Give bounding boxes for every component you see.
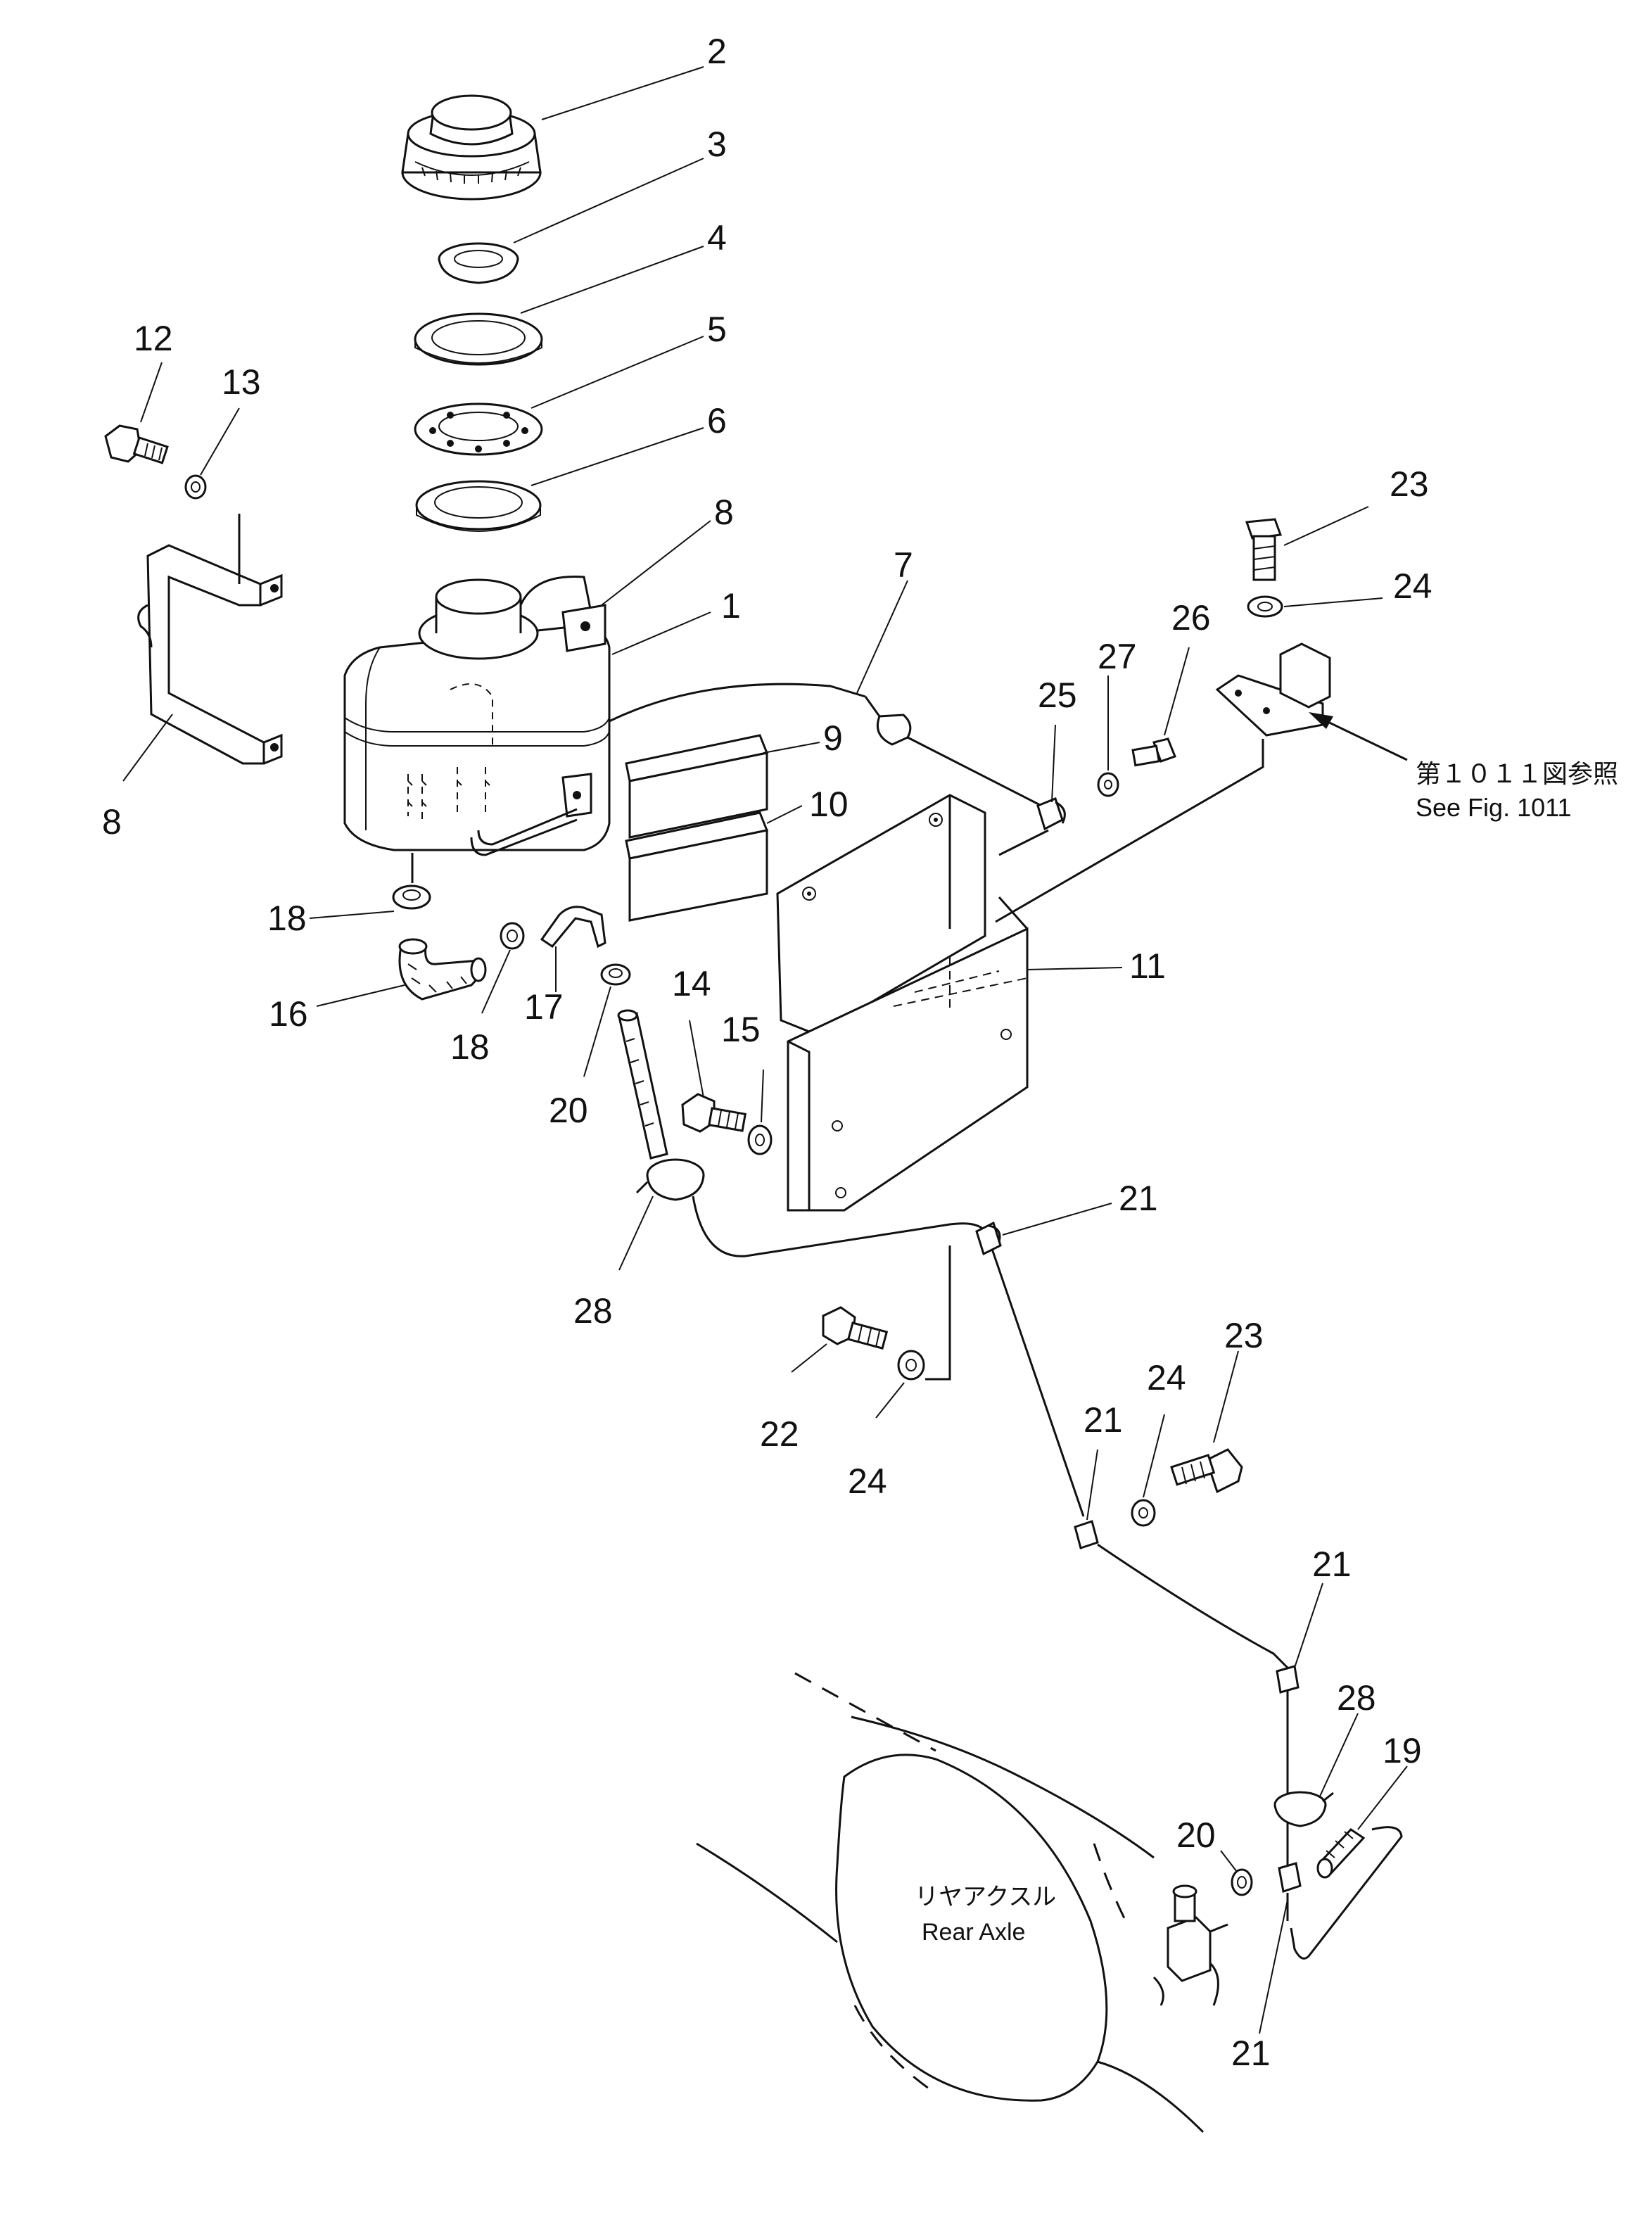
clip-part-21-d (1278, 1862, 1302, 1893)
callout-20-upper: 20 (549, 1091, 588, 1130)
rear-axle-label-japanese: リヤアクスル (915, 1884, 1056, 1910)
callout-24-lower: 24 (1147, 1358, 1186, 1397)
clamp-part-18-lower (500, 922, 525, 950)
reservoir-tank-part-1 (343, 576, 611, 856)
callout-21-d: 21 (1231, 2034, 1271, 2073)
callout-20-lower: 20 (1176, 1815, 1216, 1855)
rear-axle-outline (696, 1672, 1205, 2133)
rear-axle-label: リヤアクスル Rear Axle (915, 1884, 1056, 1946)
callout-23-top: 23 (1390, 464, 1429, 504)
reference-note-japanese: 第１０１１図参照 (1416, 759, 1618, 788)
hose-part-19-lower (1290, 1826, 1403, 1960)
washer-part-27 (1097, 772, 1119, 797)
callout-8-upper: 8 (714, 493, 734, 532)
callout-11: 11 (1129, 946, 1166, 986)
bolt-part-14 (681, 1093, 747, 1133)
callout-25: 25 (1038, 676, 1077, 715)
axle-fitting (1152, 1884, 1228, 2006)
callout-10: 10 (809, 785, 849, 824)
callout-14: 14 (672, 964, 711, 1003)
callout-6: 6 (707, 401, 727, 440)
reference-note-english: See Fig. 1011 (1416, 793, 1571, 822)
callout-18-lower: 18 (450, 1027, 490, 1067)
callout-15: 15 (721, 1010, 761, 1049)
clip-part-21-a (975, 1221, 1002, 1256)
callout-19: 19 (1383, 1731, 1422, 1770)
clip-part-25 (998, 797, 1066, 856)
washer-part-24-top (1247, 595, 1283, 618)
clip-part-21-c (1276, 1665, 1300, 1694)
bolt-part-26 (1131, 737, 1176, 767)
callout-27: 27 (1098, 637, 1137, 676)
callout-1: 1 (721, 586, 741, 626)
callout-23-lower: 23 (1224, 1316, 1264, 1355)
flange-part-5 (414, 402, 543, 456)
callout-13: 13 (222, 362, 261, 402)
callout-22: 22 (760, 1414, 799, 1454)
hose-part-19-upper (617, 1009, 668, 1160)
callout-28-lower: 28 (1337, 1678, 1376, 1718)
pipe-part-17 (540, 906, 606, 949)
washer-part-15 (747, 1124, 773, 1155)
callout-16: 16 (269, 994, 308, 1034)
callout-26: 26 (1171, 598, 1211, 638)
gasket-part-6 (415, 480, 542, 532)
callout-12: 12 (134, 319, 173, 358)
callout-2: 2 (707, 32, 727, 71)
bolt-part-22 (822, 1306, 889, 1350)
callout-21-a: 21 (1119, 1179, 1158, 1218)
ring-part-4 (414, 312, 543, 366)
reference-arrow (1309, 712, 1408, 761)
hose-part-16 (398, 938, 487, 1001)
callout-5: 5 (707, 310, 727, 349)
callout-4: 4 (707, 218, 727, 258)
bolt-part-23-top (1245, 518, 1283, 581)
callout-7: 7 (894, 545, 913, 585)
bolt-part-23-lower (1170, 1448, 1243, 1494)
grommet-part-28-upper (635, 1158, 705, 1201)
bracket-part-8 (137, 514, 283, 765)
callout-28-upper: 28 (573, 1291, 613, 1331)
bolt-part-12 (104, 424, 169, 464)
callout-17: 17 (524, 987, 564, 1027)
washer-part-24-lower (1131, 1499, 1156, 1527)
clamp-part-18-upper (392, 853, 431, 910)
hose-line (692, 1196, 1289, 1921)
cap-part-2 (401, 94, 542, 201)
pad-part-10 (625, 811, 769, 922)
rear-axle-label-english: Rear Axle (922, 1919, 1025, 1946)
clamp-part-20-lower (1231, 1868, 1253, 1896)
reference-note: 第１０１１図参照 See Fig. 1011 (1416, 759, 1618, 822)
callout-24-top: 24 (1393, 566, 1432, 606)
callout-3: 3 (707, 125, 727, 164)
callout-8-lower: 8 (102, 802, 122, 842)
sensor-cable-part-7 (609, 683, 1049, 811)
callout-9: 9 (823, 718, 843, 758)
pad-part-9 (625, 734, 769, 839)
mount-bracket (995, 642, 1331, 923)
clip-part-21-b (1074, 1520, 1099, 1549)
callout-18-upper: 18 (267, 899, 307, 938)
cover-plate-part-11 (776, 794, 1029, 1212)
washer-part-13 (184, 474, 207, 500)
seal-part-3 (438, 242, 519, 284)
leader-lines (122, 66, 1408, 2034)
callout-21-b: 21 (1084, 1400, 1123, 1440)
clamp-part-20-upper (600, 963, 631, 986)
callout-24-mid: 24 (848, 1461, 887, 1501)
callout-21-c: 21 (1312, 1545, 1352, 1584)
callout-labels: 2 3 4 5 6 8 1 7 9 10 11 12 13 8 18 16 18… (102, 32, 1432, 2073)
washer-part-24-mid (897, 1245, 951, 1381)
grommet-part-28-lower (1273, 1791, 1334, 1827)
